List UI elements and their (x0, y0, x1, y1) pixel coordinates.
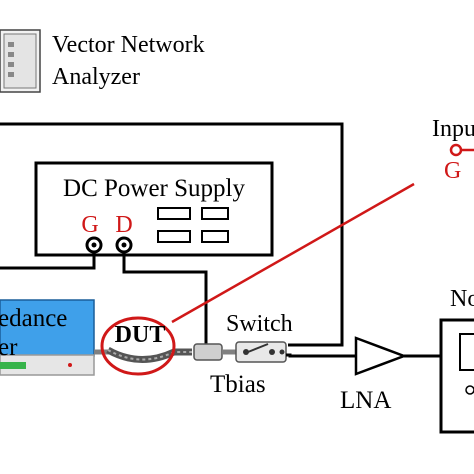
input-label: Inpu (432, 116, 474, 142)
drain-bias-wire (122, 252, 208, 344)
gate-bias-wire (0, 252, 96, 270)
tuner-label-line1: edance (0, 305, 67, 332)
gate-terminal-label: G (81, 212, 98, 238)
switch-to-lna-cable (286, 353, 356, 358)
noise-analyzer-screen (459, 333, 474, 371)
dc-power-supply-label: DC Power Supply (63, 175, 245, 202)
vna-instrument-icon (0, 29, 41, 93)
vna-label-line2: Analyzer (52, 64, 140, 90)
impedance-tuner (0, 299, 95, 376)
dut-label: DUT (115, 322, 166, 348)
vna-label-line1: Vector Network (52, 32, 205, 58)
drain-terminal-connector (115, 236, 133, 254)
noise-analyzer-label: No (450, 286, 474, 312)
lna-label: LNA (340, 387, 391, 414)
bias-tee-icon (193, 343, 223, 361)
tbias-label: Tbias (210, 371, 266, 398)
gate-terminal-connector (85, 236, 103, 254)
amplifier-triangle-icon (354, 336, 408, 376)
noise-analyzer-box (439, 318, 474, 434)
input-terminal-connector (449, 143, 474, 157)
supply-display-slots (157, 207, 229, 243)
switch-label: Switch (226, 311, 293, 337)
input-gate-label: G (444, 158, 461, 184)
tuner-label-line2: er (0, 334, 18, 361)
dut-pointer-line (171, 182, 415, 324)
noise-analyzer-knob (465, 385, 474, 395)
dc-power-supply-box (34, 161, 274, 257)
switch-icon (235, 341, 287, 363)
dut-cable (106, 346, 192, 364)
drain-terminal-label: D (115, 212, 132, 238)
dut-highlight-circle (100, 316, 176, 376)
vna-outer-cable (0, 122, 344, 347)
